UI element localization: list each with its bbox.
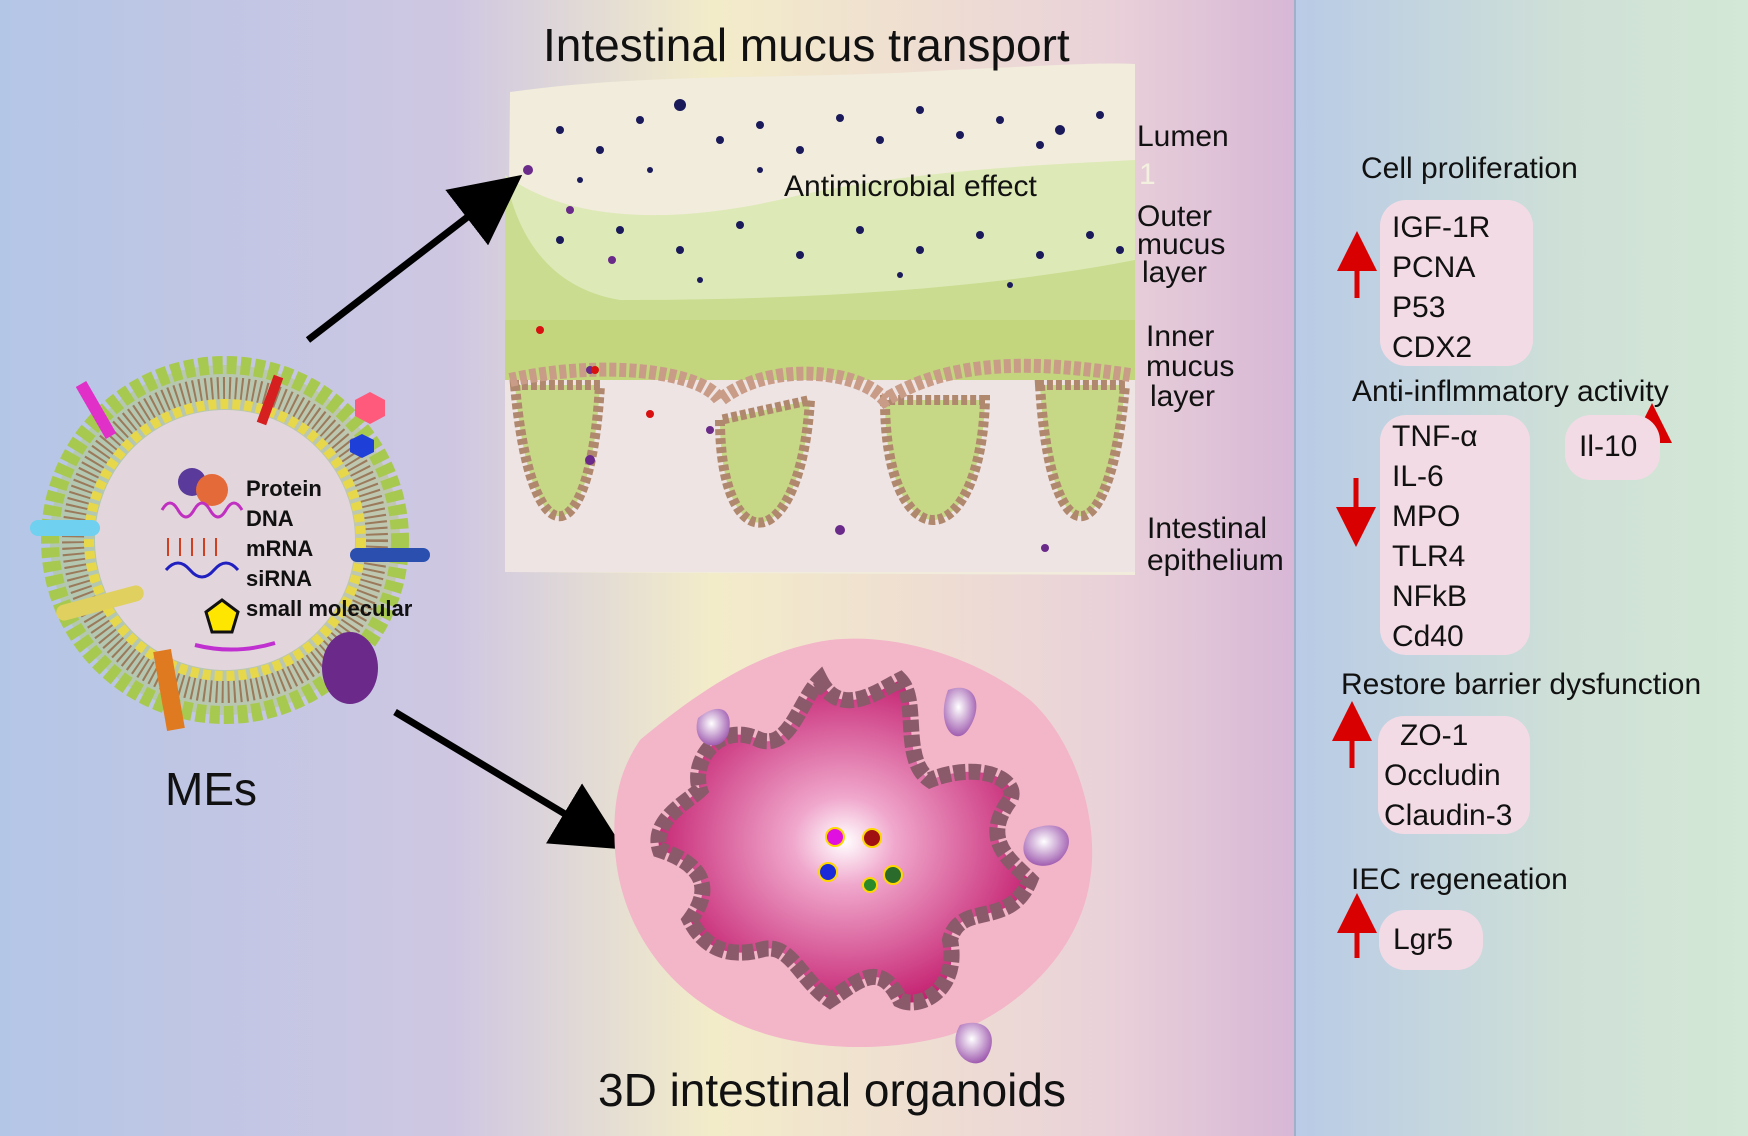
- label-inner-3: layer: [1150, 380, 1216, 413]
- item-p53: P53: [1392, 291, 1446, 324]
- item-claudin-3: Claudin-3: [1384, 799, 1513, 832]
- cargo-protein: Protein: [246, 476, 322, 501]
- cargo-dna: DNA: [246, 506, 294, 531]
- label-lumen: Lumen: [1137, 120, 1229, 153]
- arrow-to-mucus: [305, 174, 523, 343]
- item-lgr5: Lgr5: [1393, 923, 1454, 956]
- item-tnf-alpha: TNF-α: [1392, 420, 1478, 453]
- label-marker: 1: [1139, 158, 1156, 191]
- organoid-figure: [614, 638, 1093, 1064]
- item-il-10: Il-10: [1579, 430, 1638, 463]
- item-tlr4: TLR4: [1392, 540, 1466, 573]
- item-occludin: Occludin: [1384, 759, 1501, 792]
- cargo-mrna: mRNA: [246, 536, 314, 561]
- section-title-proliferation: Cell proliferation: [1361, 152, 1578, 185]
- item-cdx2: CDX2: [1392, 331, 1473, 364]
- cargo-sirna: siRNA: [246, 566, 313, 591]
- item-pcna: PCNA: [1392, 251, 1476, 284]
- section-title-anti-inflammatory: Anti-inflmmatory activity: [1352, 375, 1669, 408]
- item-mpo: MPO: [1392, 500, 1461, 533]
- pill-proliferation: IGF-1R PCNA P53 CDX2: [1380, 200, 1533, 366]
- section-title-barrier: Restore barrier dysfunction: [1341, 668, 1702, 701]
- label-antimicrobial: Antimicrobial effect: [784, 170, 1037, 203]
- mucus-panel: [505, 63, 1135, 576]
- label-outer-1: Outer: [1137, 200, 1213, 233]
- mes-title: MEs: [165, 763, 257, 815]
- section-title-regeneration: IEC regeneation: [1351, 863, 1568, 896]
- mucus-title: Intestinal mucus transport: [543, 19, 1070, 71]
- pill-il-10: Il-10: [1565, 415, 1660, 480]
- cargo-small-molecular: small molecular: [246, 596, 413, 621]
- label-inner-2: mucus: [1146, 350, 1235, 383]
- label-epithelium-2: epithelium: [1147, 544, 1284, 577]
- arrow-to-organoid: [393, 708, 625, 850]
- item-igf-1r: IGF-1R: [1392, 211, 1491, 244]
- item-nfkb: NFkB: [1392, 580, 1467, 613]
- pill-barrier: ZO-1 Occludin Claudin-3: [1378, 716, 1530, 834]
- label-epithelium-1: Intestinal: [1147, 512, 1268, 545]
- label-outer-3: layer: [1142, 256, 1208, 289]
- pill-regeneration: Lgr5: [1379, 910, 1483, 970]
- organoid-title: 3D intestinal organoids: [598, 1064, 1066, 1116]
- membrane-vesicle: [30, 356, 430, 731]
- label-outer-2: mucus: [1137, 228, 1226, 261]
- item-il-6: IL-6: [1392, 460, 1444, 493]
- item-cd40: Cd40: [1392, 620, 1464, 653]
- item-zo-1: ZO-1: [1400, 719, 1469, 752]
- pill-anti-inflammatory: TNF-α IL-6 MPO TLR4 NFkB Cd40: [1380, 415, 1530, 655]
- label-inner-1: Inner: [1146, 320, 1215, 353]
